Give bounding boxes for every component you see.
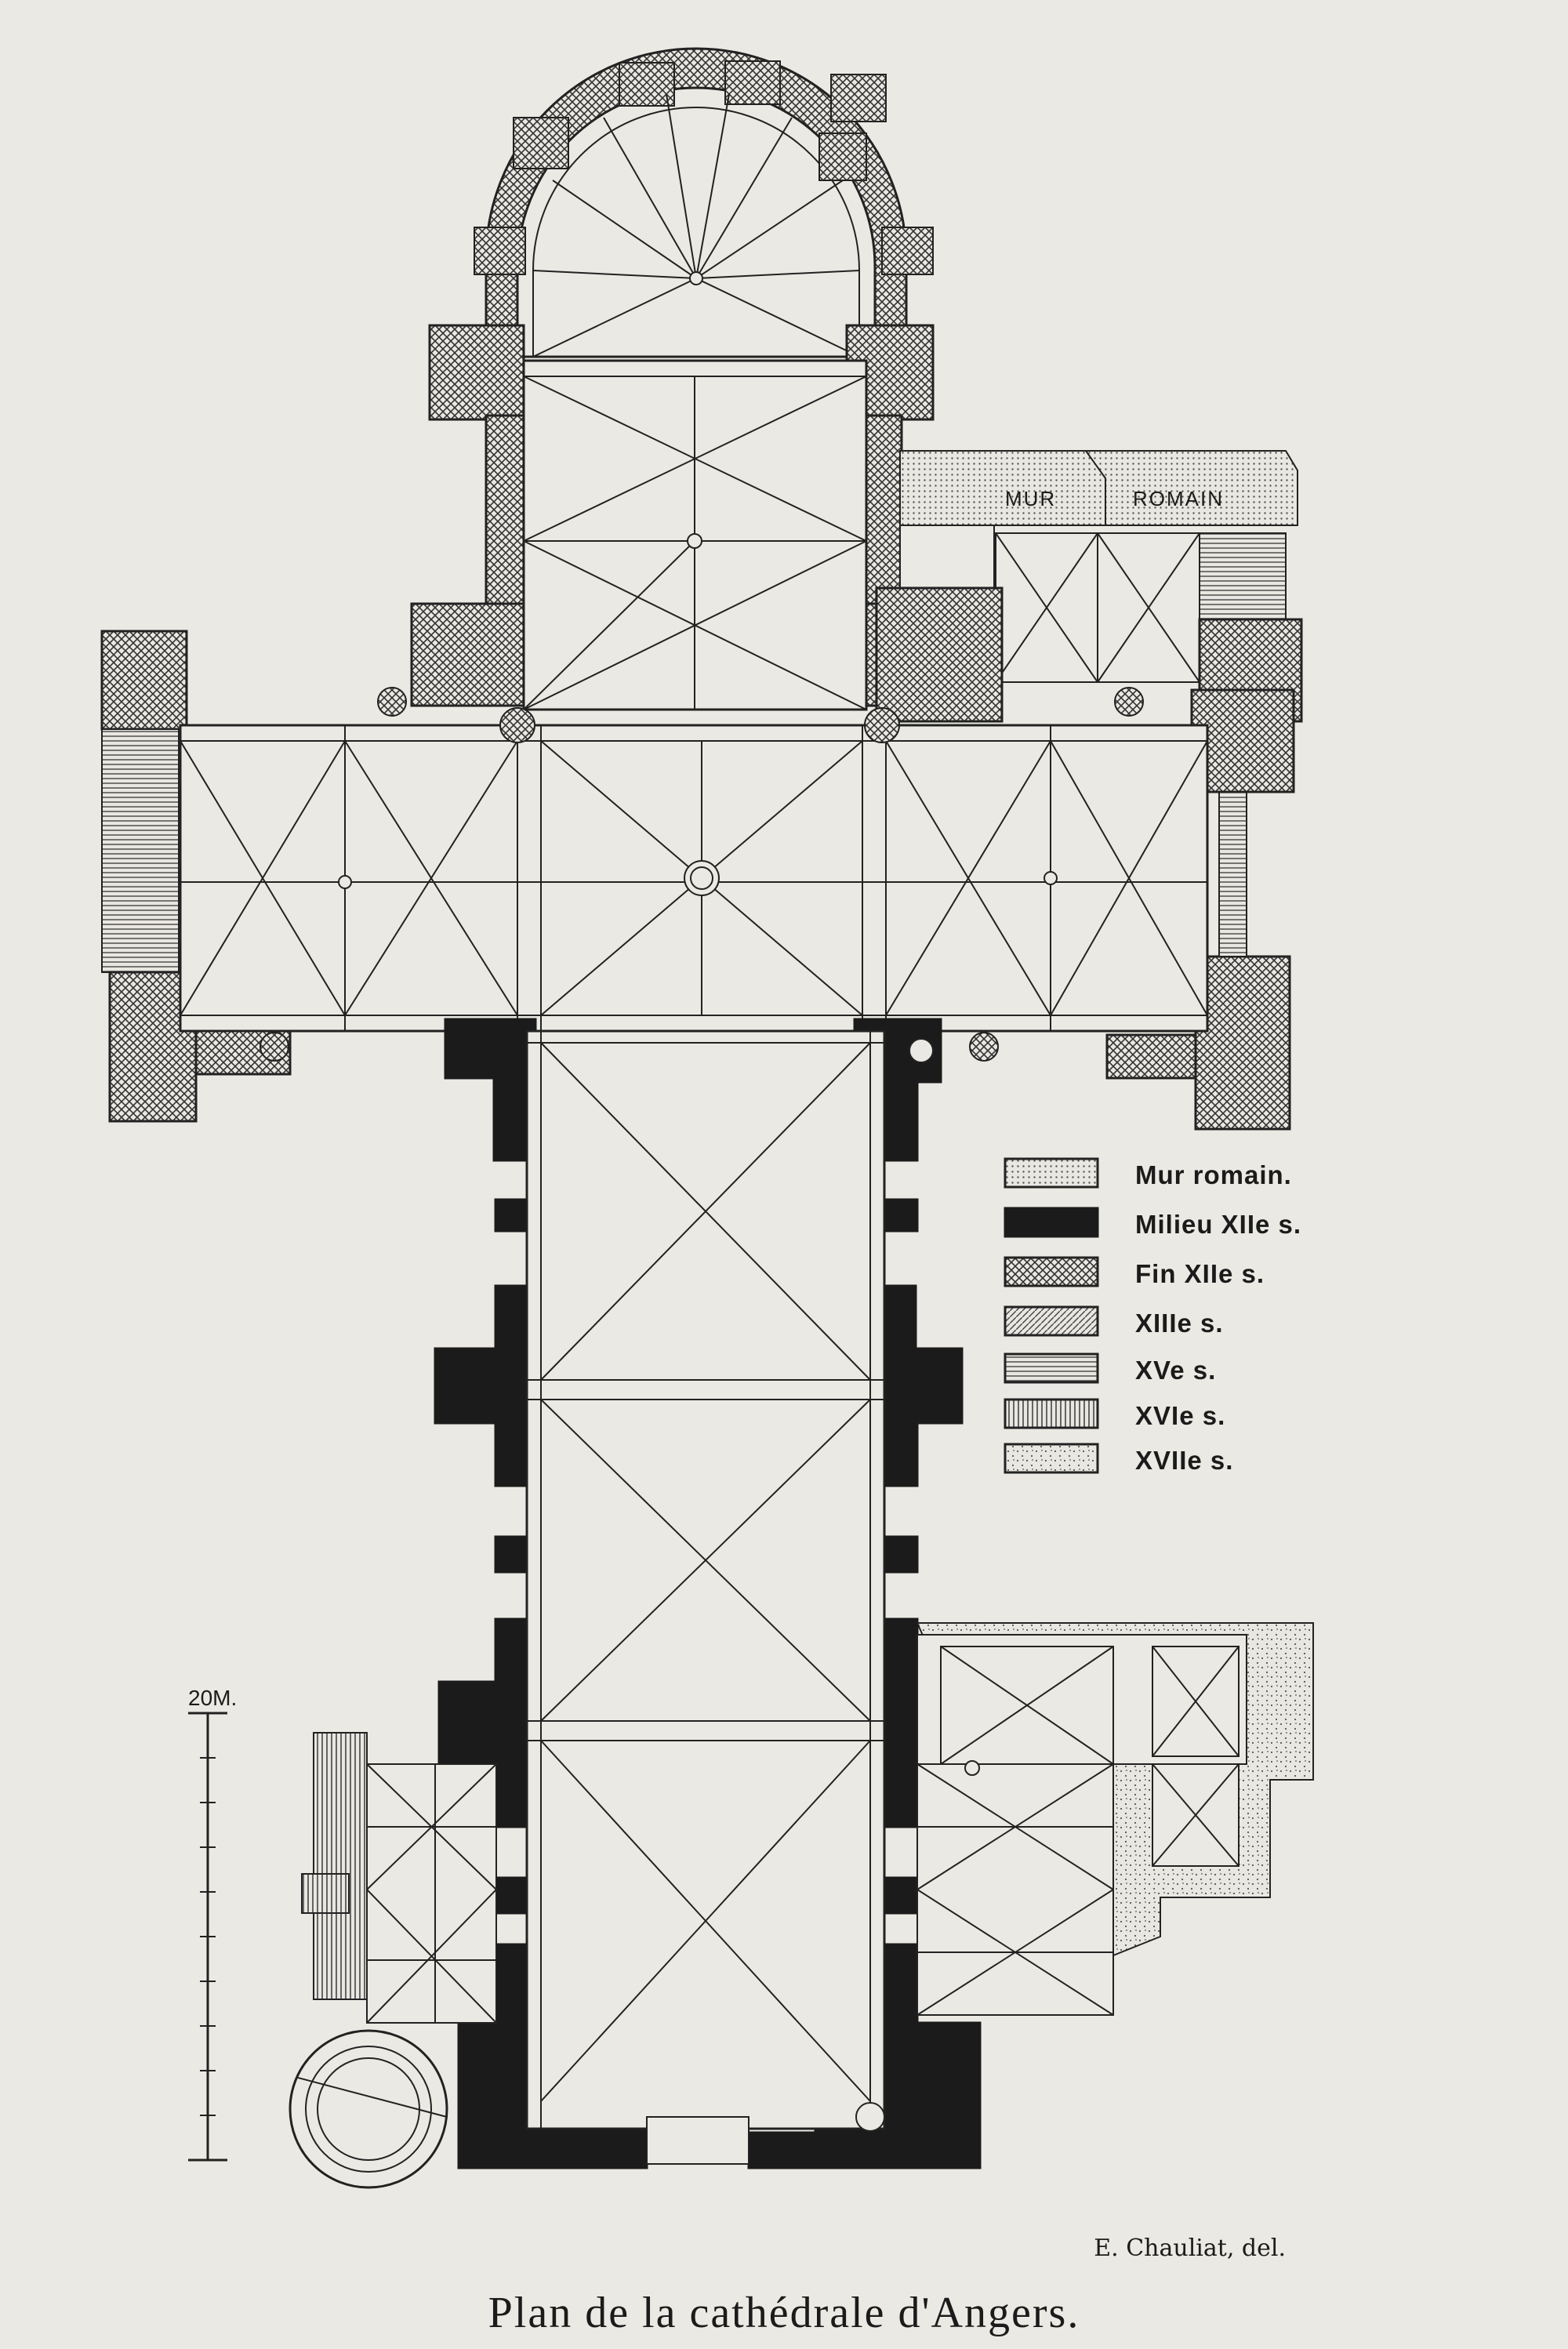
legend-label: Milieu XIIe s.	[1135, 1210, 1301, 1239]
credit: E. Chauliat, del.	[1094, 2235, 1286, 2262]
southwest-annex	[289, 1732, 497, 2189]
legend-item-milieu-xii: Milieu XIIe s.	[1004, 1207, 1301, 1239]
nave	[434, 1018, 982, 2169]
apse-ribs	[532, 93, 860, 358]
legend-item-mur-romain: Mur romain.	[1004, 1157, 1292, 1189]
legend-label: Fin XIIe s.	[1135, 1259, 1265, 1288]
roman-wall-annex: MUR ROMAIN	[875, 450, 1303, 723]
legend-item-xvii: XVIIe s.	[1004, 1443, 1233, 1475]
legend-item-xvi: XVIe s.	[1004, 1398, 1225, 1430]
legend-label: XIIIe s.	[1135, 1309, 1224, 1338]
legend-item-fin-xii: Fin XIIe s.	[1004, 1256, 1265, 1288]
choir	[410, 324, 982, 711]
crossing-piers	[260, 687, 1144, 1062]
legend-label: XVe s.	[1135, 1356, 1216, 1385]
legend: Mur romain. Milieu XIIe s. Fin XIIe s. X…	[1004, 1157, 1301, 1475]
legend-label: XVIIe s.	[1135, 1446, 1233, 1475]
romain-label: ROMAIN	[1133, 487, 1224, 510]
apse-buttresses	[474, 60, 934, 275]
scale-bar: 20M.	[188, 1686, 237, 2162]
transept	[100, 630, 1295, 1131]
caption: Plan de la cathédrale d'Angers.	[488, 2289, 1080, 2337]
legend-label: XVIe s.	[1135, 1401, 1225, 1430]
scale-label: 20M.	[188, 1686, 237, 1710]
southeast-annex	[916, 1622, 1314, 2016]
legend-item-xv: XVe s.	[1004, 1352, 1216, 1385]
apse	[474, 47, 934, 358]
legend-label: Mur romain.	[1135, 1160, 1292, 1189]
mur-label: MUR	[1005, 487, 1056, 510]
floor-plan: MUR ROMAIN	[100, 47, 1314, 2189]
legend-item-xiii: XIIIe s.	[1004, 1305, 1224, 1338]
